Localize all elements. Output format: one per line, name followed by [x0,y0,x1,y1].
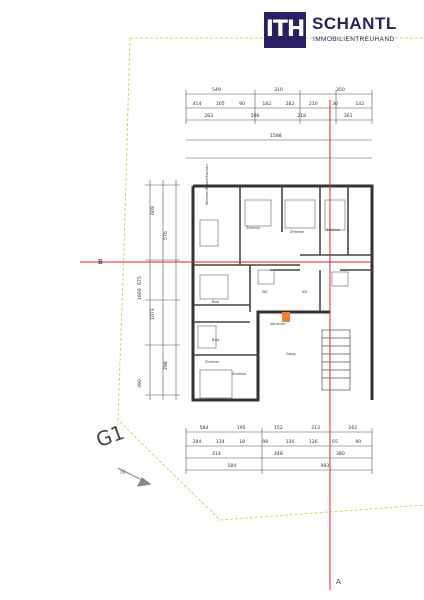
dimension-label: 218 [297,114,307,119]
dimension-label: 182 [262,102,272,107]
dimension-label: 414 [192,102,202,107]
section-label-b: B [98,258,103,266]
dimension-label: 130 [285,440,295,445]
interior-walls [193,186,372,356]
dimension-label: 90 [355,440,362,445]
dimension-label: 90 [239,102,245,107]
bottom-dimension-lines [185,428,373,474]
left-dimension-lines [145,180,180,400]
dimension-label: 584 [227,464,237,469]
north-label: N [120,468,126,476]
dimension-label: 310 [274,88,283,93]
dimension-label: 361 [343,114,353,119]
dimension-label: 350 [336,88,345,93]
dimension-label: 448 [274,452,283,457]
dimension-label: 390 [138,379,143,388]
dimension-label: 380 [336,452,345,457]
top-dimension-lines [185,90,373,159]
room-label: Zimmer [290,230,305,234]
dimension-label: 983 [320,464,330,469]
section-lines [80,100,372,590]
dimension-label: 98 [262,440,269,445]
dimension-label: 262 [348,426,358,431]
dimension-label: 1860 [138,288,143,300]
dimension-label: 506 [250,114,260,119]
room-label: AR [302,290,307,294]
dimension-label: 584 [199,426,209,431]
north-arrow-icon [117,467,152,487]
room-label: Bad [212,338,219,342]
dimension-label: 142 [355,102,365,107]
room-label: Bad [212,300,219,304]
logo-mark: ITH [264,12,306,48]
room-label: Zimmer [326,228,341,232]
dimension-label: 576 [164,231,169,240]
dimension-label: 549 [212,88,221,93]
dimension-label: 282 [285,102,295,107]
dimension-label: 134 [215,440,225,445]
logo-subtitle: IMMOBILIENTREUHAND [313,36,395,43]
room-label: Gang [286,352,296,356]
dimension-label: 18 [239,440,245,445]
room-label: Zimmer [246,226,261,230]
dimension-label: 1588 [270,134,282,139]
room-label: Zimmer [205,360,220,364]
plot-boundary [117,37,424,521]
dimension-label: 30 [332,102,338,107]
dimension-label: 675 [138,276,143,285]
dimension-label: 210 [308,102,318,107]
dimension-label: 298 [164,361,169,370]
dimension-label: 152 [274,426,283,431]
staircase [321,329,351,391]
dimension-label: 414 [212,452,221,457]
room-label: Vorraum [270,322,286,326]
furniture [197,199,349,399]
dimension-label: 126 [308,440,318,445]
room-label: WC [262,290,269,294]
room-label: Wohnen/Essen/Kochen [205,164,209,205]
dimension-label: 213 [311,426,320,431]
entrance-marker [282,312,290,322]
logo-name: SCHANTL [312,14,397,33]
dimension-label: 284 [192,440,202,445]
dimension-label: 609 [151,206,156,215]
dimension-label: 65 [332,440,338,445]
dimension-label: 1073 [151,308,156,320]
dimension-label: 105 [215,102,225,107]
section-label-a: A [336,578,341,586]
dimension-label: 283 [204,114,214,119]
dimension-label: 195 [236,426,246,431]
room-label: Zimmer [232,372,247,376]
